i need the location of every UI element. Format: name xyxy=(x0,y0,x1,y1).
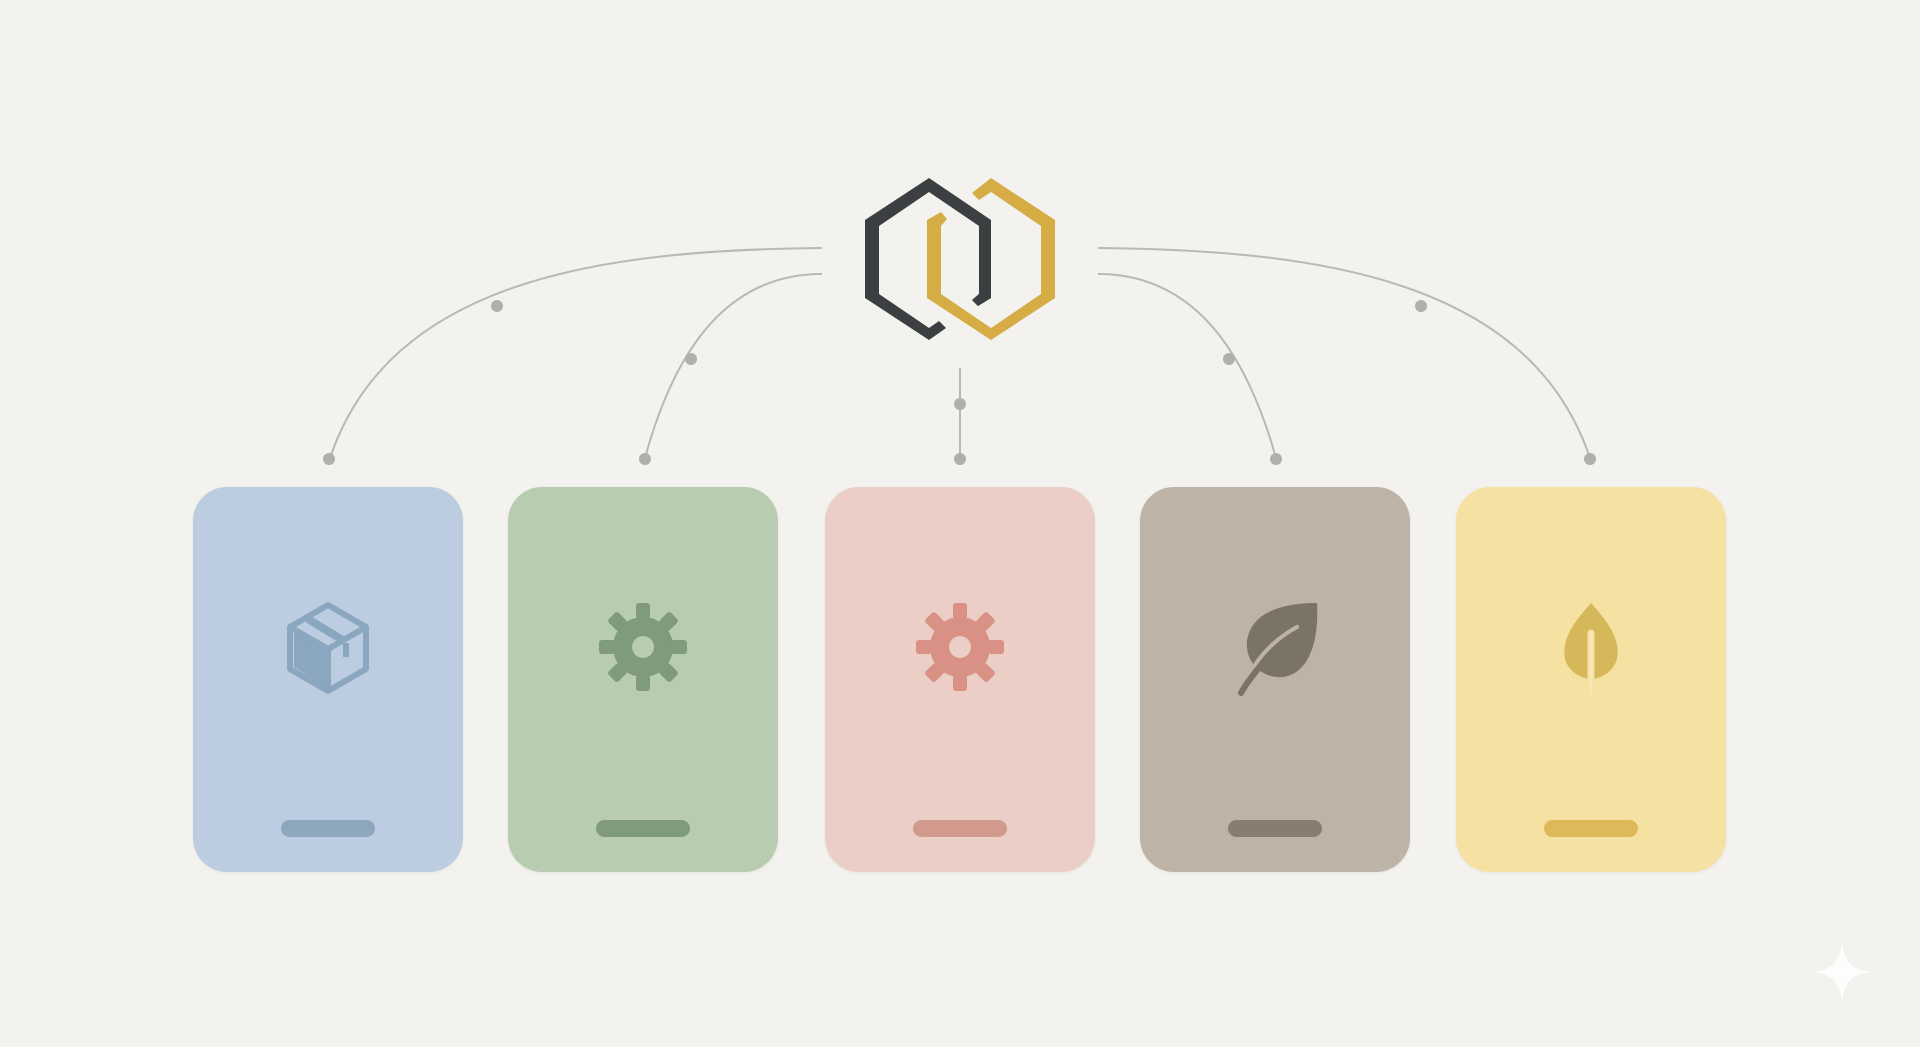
connector-node xyxy=(1584,453,1596,465)
card-leaf[interactable] xyxy=(1140,487,1410,872)
connector-line-1 xyxy=(329,247,823,459)
card-label-placeholder-bar xyxy=(1544,820,1638,837)
connector-line-2 xyxy=(644,273,823,459)
card-gear-green[interactable] xyxy=(508,487,778,872)
gear-icon xyxy=(593,597,693,697)
connector-line-4 xyxy=(1097,273,1277,459)
connector-node xyxy=(1270,453,1282,465)
card-label-placeholder-bar xyxy=(913,820,1007,837)
card-sprout[interactable] xyxy=(1456,487,1726,872)
connector-node xyxy=(1415,300,1427,312)
connector-node xyxy=(1223,353,1235,365)
leaf-icon xyxy=(1225,597,1325,697)
card-gear-red[interactable] xyxy=(825,487,1095,872)
connector-node xyxy=(954,398,966,410)
package-box-icon xyxy=(278,597,378,697)
hub-logo xyxy=(855,170,1065,350)
sprout-leaf-icon xyxy=(1541,597,1641,697)
card-package[interactable] xyxy=(193,487,463,872)
connector-node xyxy=(639,453,651,465)
card-label-placeholder-bar xyxy=(1228,820,1322,837)
connector-node xyxy=(323,453,335,465)
card-label-placeholder-bar xyxy=(596,820,690,837)
sparkle-icon xyxy=(1810,940,1874,1004)
connector-node xyxy=(685,353,697,365)
interlocking-hexagons-logo-icon xyxy=(865,178,1055,340)
gear-icon xyxy=(910,597,1010,697)
connector-node xyxy=(491,300,503,312)
connector-node xyxy=(954,453,966,465)
connector-line-5 xyxy=(1097,247,1591,459)
card-label-placeholder-bar xyxy=(281,820,375,837)
